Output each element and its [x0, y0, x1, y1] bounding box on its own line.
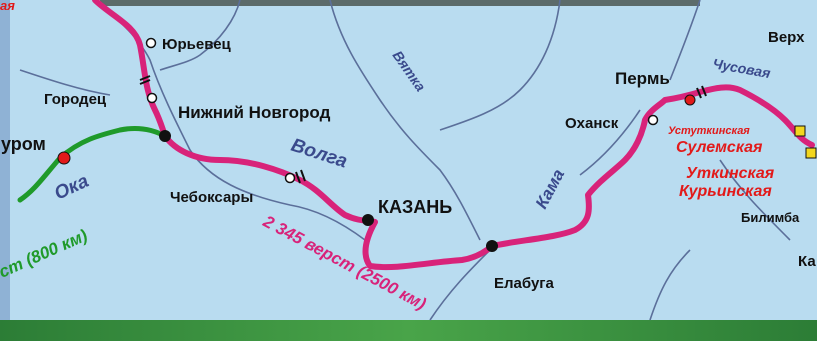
top-strip [100, 0, 700, 6]
marker-gorodets [146, 92, 158, 104]
marker-works-2 [805, 147, 817, 159]
marker-elabuga [486, 240, 498, 252]
marker-perm [684, 94, 696, 106]
label-elabuga: Елабуга [494, 275, 555, 292]
left-strip [0, 0, 10, 320]
label-murom: Муром [0, 134, 46, 154]
marker-okhansk [647, 114, 659, 126]
label-perm: Пермь [615, 69, 670, 88]
label-kazan: КАЗАНЬ [378, 197, 452, 217]
bottom-band [0, 320, 817, 341]
label-ustutkinskaya: Устуткинская [668, 125, 750, 137]
marker-works-1 [794, 125, 806, 137]
label-ka: Ка [798, 253, 816, 270]
marker-murom [57, 151, 71, 165]
route-marks [139, 75, 707, 184]
label-okhansk: Оханск [565, 115, 619, 132]
marker-yurevets [145, 37, 157, 49]
route-green [17, 125, 168, 203]
label-gorodets: Городец [44, 91, 107, 108]
marker-kazan [362, 214, 374, 226]
marker-nizhny [159, 130, 171, 142]
marker-cheboksary [284, 172, 296, 184]
label-verkh: Верх [768, 29, 805, 46]
label-nizhny: Нижний Новгород [178, 103, 331, 122]
label-sulemskaya: Сулемская [676, 139, 763, 156]
map-background [0, 0, 817, 320]
label-kuryinskaya: Курьинская [679, 183, 772, 200]
label-bilimba: Билимба [741, 210, 800, 225]
city-markers [57, 37, 817, 252]
label-utkinskaya: Уткинская [686, 165, 775, 182]
label-top-left: ая [0, 0, 15, 13]
label-yurevets: Юрьевец [162, 36, 232, 53]
label-cheboksary: Чебоксары [170, 189, 253, 206]
